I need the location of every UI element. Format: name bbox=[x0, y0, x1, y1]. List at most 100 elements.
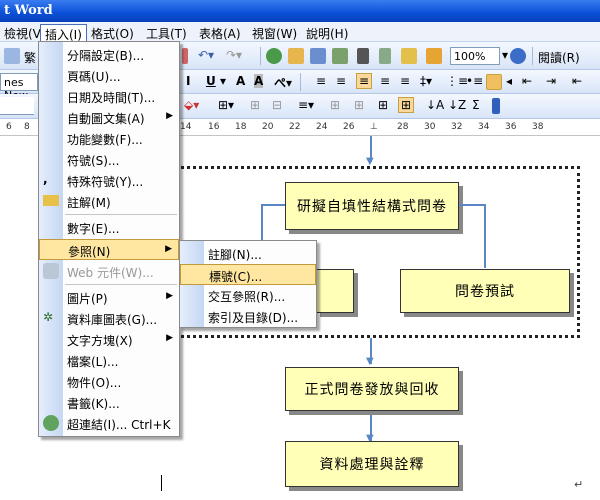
menu-format[interactable]: 格式(O) bbox=[91, 27, 134, 41]
table-autoformat-icon[interactable]: ⊞ bbox=[378, 98, 389, 112]
shading-color-icon[interactable]: ⬙▾ bbox=[184, 98, 200, 112]
flow-box-data-processing[interactable]: 資料處理與詮釋 bbox=[285, 441, 459, 487]
underline-icon[interactable]: U bbox=[206, 74, 216, 88]
distribute-cols-icon[interactable]: ⊞ bbox=[354, 98, 365, 112]
paragraph-mark-icon: ↵ bbox=[574, 478, 584, 491]
menu-separator bbox=[65, 214, 177, 215]
increase-indent-icon[interactable]: ⇥ bbox=[546, 74, 557, 88]
connector-line bbox=[261, 204, 263, 268]
insert-table-cell-icon[interactable]: ⊞ bbox=[250, 98, 261, 112]
connector-line bbox=[370, 136, 372, 162]
sort-descending-icon[interactable]: ↓Z bbox=[448, 98, 467, 112]
menu-item-diagram[interactable]: ✲資料庫圖表(G)... bbox=[39, 308, 179, 329]
flow-box-pretest[interactable]: 問卷預試 bbox=[400, 269, 570, 313]
submenu-arrow-icon: ▶ bbox=[166, 291, 173, 301]
menu-item-symbol[interactable]: 符號(S)... bbox=[39, 149, 179, 170]
menu-item-hyperlink[interactable]: 超連結(I)... Ctrl+K bbox=[39, 413, 179, 434]
char-shading-icon[interactable]: A bbox=[254, 74, 264, 88]
justify-icon[interactable]: ≡ bbox=[380, 74, 391, 88]
char-scale-icon[interactable]: ぺ▾ bbox=[274, 76, 293, 90]
menu-item-break[interactable]: 分隔設定(B)... bbox=[39, 44, 179, 65]
align-left-icon[interactable]: ≡ bbox=[316, 74, 327, 88]
menu-separator bbox=[65, 284, 177, 285]
sort-ascending-icon[interactable]: ↓A bbox=[426, 98, 445, 112]
flow-box-formal-survey[interactable]: 正式問卷發放與回收 bbox=[285, 367, 459, 411]
read-mode-button[interactable]: 閱讀(R) bbox=[538, 51, 580, 65]
decrease-indent-icon[interactable]: ⇤ bbox=[522, 74, 533, 88]
insert-excel-icon[interactable] bbox=[332, 48, 348, 64]
ruler-tick: 28 bbox=[397, 122, 409, 132]
autosum-icon[interactable]: Σ bbox=[472, 98, 480, 112]
drawing-icon[interactable] bbox=[379, 48, 391, 64]
ruler-tick: 24 bbox=[316, 122, 328, 132]
menu-item-file[interactable]: 檔案(L)... bbox=[39, 350, 179, 371]
menu-item-label: 符號(S)... bbox=[67, 154, 120, 168]
menu-item-page-numbers[interactable]: 頁碼(U)... bbox=[39, 65, 179, 86]
menu-insert[interactable]: 插入(I) bbox=[40, 24, 87, 42]
char-border-icon[interactable]: A bbox=[236, 74, 246, 88]
redo-icon[interactable]: ↷▾ bbox=[226, 48, 243, 62]
menu-item-number[interactable]: 數字(E)... bbox=[39, 217, 179, 238]
menu-window[interactable]: 視窗(W) bbox=[252, 27, 298, 41]
menu-item-special-symbol[interactable]: ,特殊符號(Y)... bbox=[39, 170, 179, 191]
menu-item-reference[interactable]: 參照(N)▶ bbox=[39, 239, 179, 260]
align-right-icon[interactable]: ≡ bbox=[356, 73, 373, 89]
menu-item-picture[interactable]: 圖片(P)▶ bbox=[39, 287, 179, 308]
menu-item-text-box[interactable]: 文字方塊(X)▶ bbox=[39, 329, 179, 350]
line-spacing-icon[interactable]: ‡▾ bbox=[420, 74, 433, 88]
distributed-icon[interactable]: ≡ bbox=[400, 74, 411, 88]
help-icon[interactable] bbox=[510, 48, 526, 64]
document-map-icon[interactable] bbox=[401, 48, 417, 64]
style-select[interactable] bbox=[0, 97, 34, 115]
border-icon[interactable]: ⊞▾ bbox=[218, 98, 235, 112]
insert-table-icon[interactable] bbox=[310, 48, 326, 64]
ruler-tab-icon: ⊥ bbox=[370, 122, 378, 132]
arrow-down-icon: ▼ bbox=[366, 356, 374, 367]
menu-help[interactable]: 說明(H) bbox=[306, 27, 349, 41]
italic-icon[interactable]: I bbox=[186, 74, 191, 88]
menu-item-label: 超連結(I)... Ctrl+K bbox=[67, 418, 171, 432]
ruler-tick: 8 bbox=[24, 122, 30, 132]
menu-item-field[interactable]: 功能變數(F)... bbox=[39, 128, 179, 149]
distribute-rows-icon[interactable]: ⊞ bbox=[330, 98, 341, 112]
outdent-icon[interactable]: ⇤ bbox=[572, 74, 583, 88]
font-name-select[interactable]: nes New bbox=[0, 73, 38, 102]
ltr-icon[interactable]: ◂ bbox=[506, 74, 513, 88]
flow-box-hidden[interactable] bbox=[316, 269, 354, 313]
merge-cells-icon[interactable]: ⊟ bbox=[272, 98, 283, 112]
submenu-item-caption[interactable]: 標號(C)... bbox=[180, 264, 316, 285]
menu-item-label: 標號(C)... bbox=[209, 270, 263, 284]
bullets-icon[interactable]: •≡ bbox=[466, 74, 484, 88]
underline-dropdown-icon[interactable]: ▾ bbox=[220, 74, 227, 88]
show-hide-icon[interactable] bbox=[426, 48, 442, 64]
show-gridlines-icon[interactable]: ⊞ bbox=[398, 97, 415, 113]
format-painter-icon[interactable] bbox=[182, 48, 188, 64]
flow-box-questionnaire[interactable]: 研擬自填性結構式問卷 bbox=[285, 182, 459, 230]
menu-item-object[interactable]: 物件(O)... bbox=[39, 371, 179, 392]
numbering-icon[interactable]: ⋮≡ bbox=[446, 74, 469, 88]
menu-item-bookmark[interactable]: 書籤(K)... bbox=[39, 392, 179, 413]
menu-view[interactable]: 檢視(V) bbox=[4, 27, 46, 41]
align-center-icon[interactable]: ≡ bbox=[336, 74, 347, 88]
toolbar-options-icon[interactable] bbox=[492, 98, 500, 114]
research-icon[interactable]: 繁 bbox=[24, 51, 37, 65]
zoom-select[interactable]: 100% bbox=[450, 47, 500, 65]
tables-borders-icon[interactable] bbox=[288, 48, 304, 64]
columns-icon[interactable] bbox=[357, 48, 369, 64]
undo-icon[interactable]: ↶▾ bbox=[198, 48, 215, 62]
submenu-item-index-toc[interactable]: 索引及目錄(D)... bbox=[180, 306, 316, 327]
zoom-dropdown-icon[interactable]: ▾ bbox=[502, 48, 509, 62]
menu-item-date-time[interactable]: 日期及時間(T)... bbox=[39, 86, 179, 107]
align-cell-icon[interactable]: ≡▾ bbox=[298, 98, 315, 112]
hyperlink-toolbar-icon[interactable] bbox=[266, 48, 282, 64]
submenu-item-footnote[interactable]: 註腳(N)... bbox=[180, 243, 316, 264]
menu-table[interactable]: 表格(A) bbox=[199, 27, 241, 41]
ruler-tick: 6 bbox=[6, 122, 12, 132]
print-preview-icon[interactable] bbox=[4, 48, 20, 64]
comma-icon: , bbox=[43, 172, 48, 186]
submenu-item-cross-reference[interactable]: 交互參照(R)... bbox=[180, 285, 316, 306]
menu-tools[interactable]: 工具(T) bbox=[146, 27, 187, 41]
rtl-icon[interactable] bbox=[486, 74, 502, 90]
menu-item-autotext[interactable]: 自動圖文集(A)▶ bbox=[39, 107, 179, 128]
menu-item-comment[interactable]: 註解(M) bbox=[39, 191, 179, 212]
